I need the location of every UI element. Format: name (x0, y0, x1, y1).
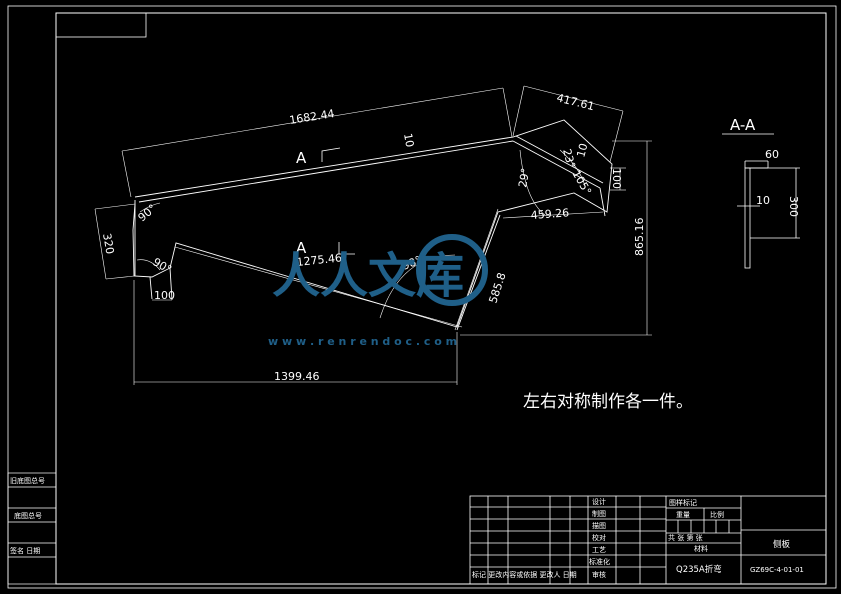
dim-diag-length: 585.8 (486, 271, 508, 305)
tb-scale: 比例 (710, 510, 724, 519)
section-thickness: 10 (756, 194, 770, 207)
tb-sheet: 共 张 第 张 (668, 533, 703, 542)
watermark-text: 人人文库 (272, 248, 464, 304)
tb-role-check: 校对 (592, 533, 606, 542)
dim-middle-span: 459.26 (530, 206, 569, 222)
dim-thickness-top: 10 (401, 132, 416, 148)
section-arrow-lower (338, 242, 355, 255)
tb-part-name: 侧板 (773, 539, 791, 550)
dim-top-length: 1682.44 (288, 107, 335, 127)
dim-top-tab: 417.61 (555, 91, 596, 113)
side-table-row-2: 底图总号 (14, 511, 42, 520)
watermark-logo-icon (416, 234, 488, 306)
dim-bottom-length: 1399.46 (274, 370, 320, 383)
dim-angle-29: 29° (516, 167, 532, 188)
tb-role-trace: 描图 (592, 521, 606, 530)
section-width: 60 (765, 148, 779, 161)
view-label-a-upper: A (296, 149, 307, 167)
dim-thickness-right: 10 (574, 142, 590, 159)
tb-role-draw: 制图 (592, 509, 606, 518)
side-table-row-1: 旧底图总号 (10, 476, 45, 485)
section-profile (737, 160, 800, 269)
section-arrow-upper (321, 147, 341, 162)
dim-right-tab: 100 (610, 168, 623, 189)
corner-box (55, 12, 147, 38)
dim-left-height: 320 (100, 232, 116, 255)
tb-material-label: 材料 (694, 544, 708, 553)
tb-revision-cols: 标记 更改内容或依据 更改人 日期 (472, 570, 577, 579)
dim-left-tab: 100 (154, 289, 175, 302)
tb-material: Q235A折弯 (676, 564, 722, 575)
section-height: 300 (787, 196, 800, 217)
tb-role-approve: 审核 (592, 570, 606, 579)
fabrication-note: 左右对称制作各一件。 (523, 392, 693, 412)
dim-middle-length: 1275.46 (296, 251, 343, 269)
outer-frame (7, 5, 837, 589)
tb-role-standard: 标准化 (589, 557, 610, 566)
tb-stage-header: 图样标记 (669, 498, 697, 507)
dimension-lines (94, 85, 652, 385)
watermark-url: w w w . r e n r e n d o c . c o m (268, 335, 457, 348)
tb-role-process: 工艺 (592, 546, 606, 554)
dim-angle-23: 23° (560, 147, 578, 169)
title-block-grid (469, 495, 827, 585)
dim-angle-left-top: 90° (136, 202, 159, 224)
tb-role-design: 设计 (592, 497, 606, 506)
part-outline (132, 119, 613, 331)
inner-frame (55, 12, 827, 585)
side-table (7, 472, 57, 585)
section-title: A-A (730, 116, 756, 134)
tb-drawing-number: GZ69C-4-01-01 (750, 566, 804, 574)
side-table-row-3: 签名 日期 (10, 546, 40, 555)
dim-height-total: 865.16 (633, 218, 646, 257)
view-label-a-lower: A (296, 239, 307, 257)
tb-weight: 重量 (676, 511, 690, 519)
